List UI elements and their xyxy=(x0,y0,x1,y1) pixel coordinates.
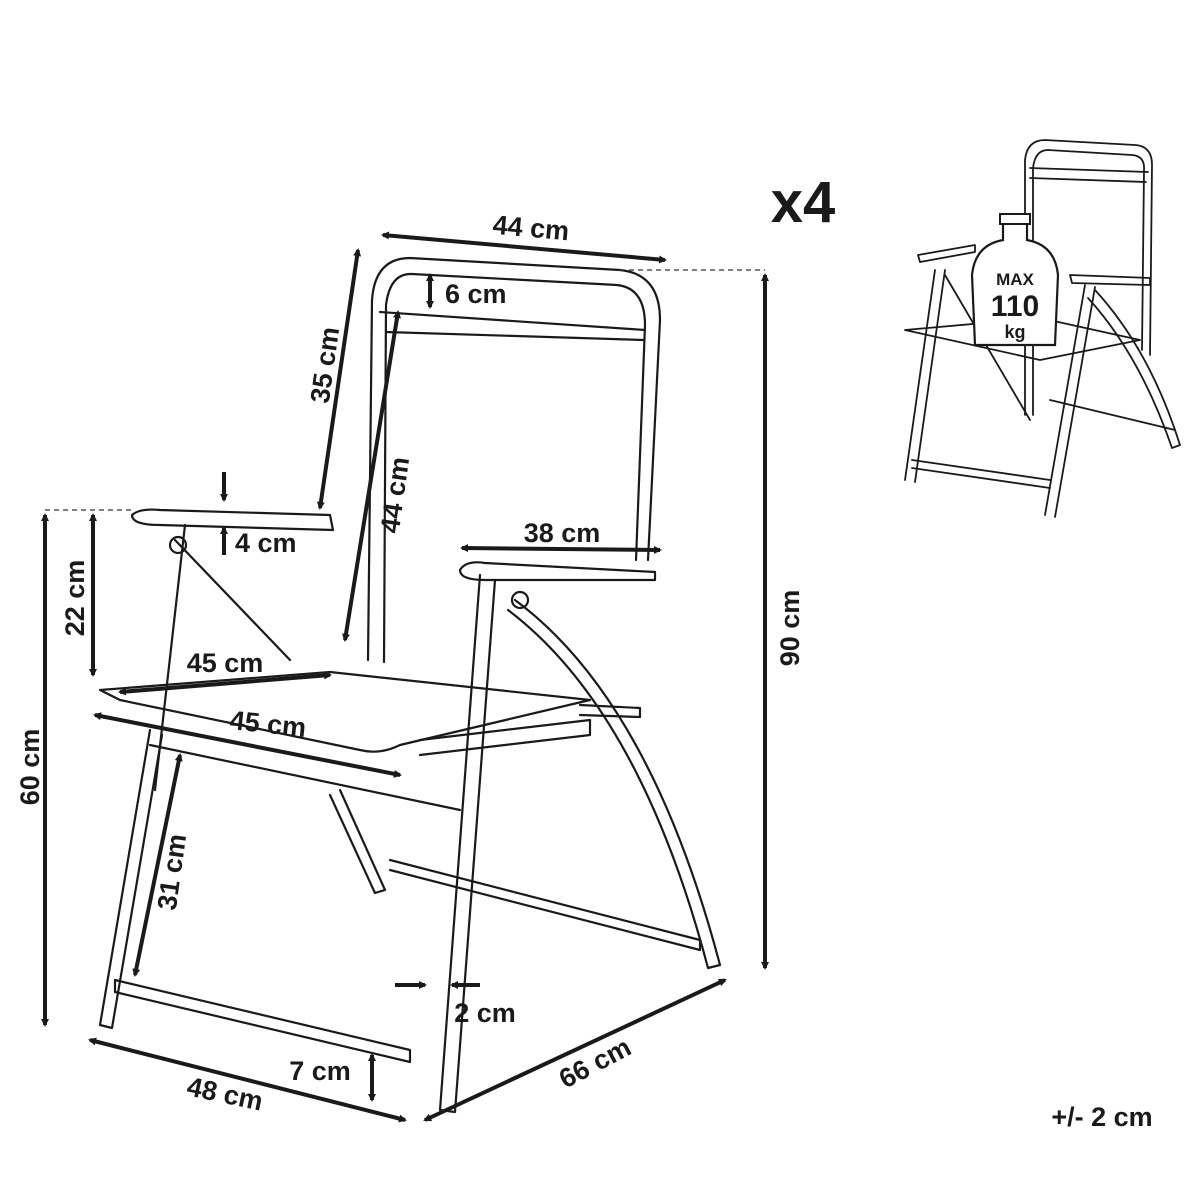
label-seat-depth: 45 cm xyxy=(228,705,307,743)
weight-unit-label: kg xyxy=(1004,322,1025,342)
label-arm-height-above-seat: 22 cm xyxy=(60,560,90,637)
label-armrest-thickness: 4 cm xyxy=(235,528,297,558)
label-foot-bar-height: 7 cm xyxy=(289,1056,351,1086)
weight-icon xyxy=(970,220,1060,347)
label-total-height: 90 cm xyxy=(775,590,805,667)
small-chair-illustration: MAX 110 kg xyxy=(904,139,1181,518)
label-seat-height: 31 cm xyxy=(152,832,192,912)
tolerance-note: +/- 2 cm xyxy=(1051,1102,1152,1132)
weight-max-label: MAX xyxy=(996,270,1034,289)
label-backrest-height: 44 cm xyxy=(375,455,415,535)
label-seat-width: 45 cm xyxy=(187,648,264,678)
label-base-width: 48 cm xyxy=(184,1071,265,1116)
label-back-upper: 35 cm xyxy=(305,325,345,405)
label-armrest-length: 38 cm xyxy=(524,518,601,548)
dimension-arrows xyxy=(41,231,769,1123)
label-top-band: 6 cm xyxy=(445,279,507,309)
quantity-label: x4 xyxy=(771,170,836,235)
chair-frame xyxy=(98,256,722,1114)
label-tube-diameter: 2 cm xyxy=(454,998,516,1028)
label-arm-height: 60 cm xyxy=(15,729,45,806)
weight-value-label: 110 xyxy=(991,290,1039,323)
label-backrest-width: 44 cm xyxy=(492,210,571,247)
